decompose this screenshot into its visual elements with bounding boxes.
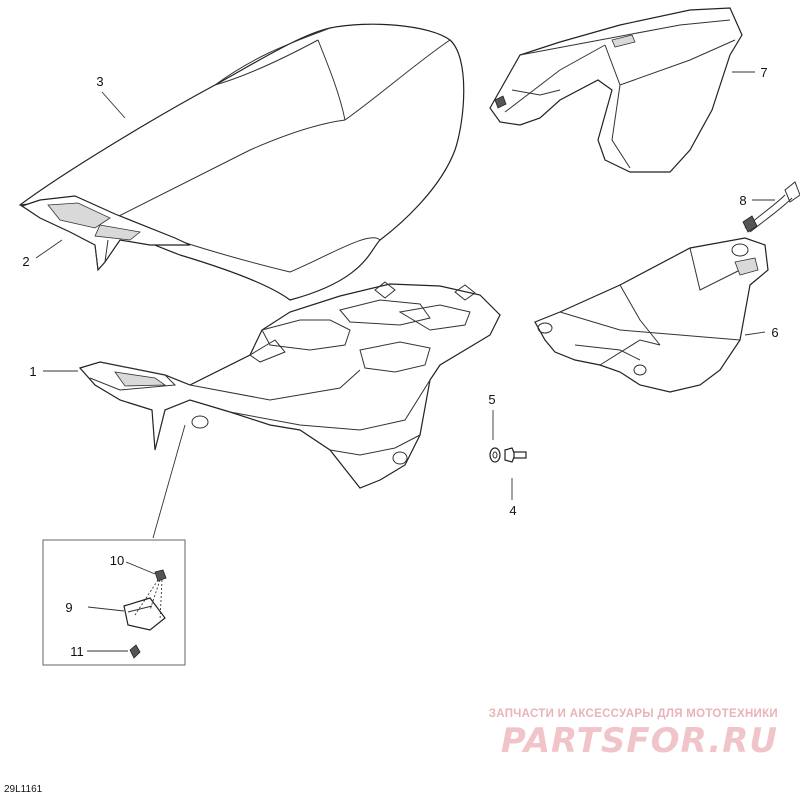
screw-part-4	[504, 447, 527, 463]
callout-8: 8	[739, 193, 746, 208]
callout-4: 4	[509, 503, 516, 518]
reference-code: 29L1161	[4, 784, 43, 795]
cable-connector-part-8	[742, 181, 800, 233]
fastener-part-11	[129, 644, 141, 659]
detail-inset-box	[42, 539, 186, 666]
washer-part-5	[489, 447, 501, 463]
callout-3: 3	[96, 74, 103, 89]
leader-lines	[35, 71, 775, 652]
seat-base-part-2	[20, 195, 191, 272]
callout-6: 6	[771, 325, 778, 340]
watermark-tagline: ЗАПЧАСТИ И АКСЕССУАРЫ ДЛЯ МОТОТЕХНИКИ	[489, 708, 778, 720]
watermark-logo: PARTSFOR.RU	[501, 721, 778, 761]
callout-2: 2	[22, 254, 29, 269]
callout-11: 11	[70, 644, 84, 659]
callout-5: 5	[488, 392, 495, 407]
watermark: ЗАПЧАСТИ И АКСЕССУАРЫ ДЛЯ МОТОТЕХНИКИ PA…	[489, 708, 778, 761]
side-panel-part-7	[489, 7, 743, 173]
detail-dashed-guides	[134, 579, 163, 621]
seat-cushion-part-3	[18, 23, 465, 301]
callout-7: 7	[760, 65, 767, 80]
callout-9: 9	[65, 600, 72, 615]
callout-1: 1	[29, 364, 36, 379]
nut-part-10	[154, 569, 167, 582]
callout-10: 10	[110, 553, 124, 568]
seat-support-part-1	[78, 281, 501, 489]
side-panel-part-6	[534, 237, 769, 393]
bracket-part-9	[123, 597, 166, 631]
